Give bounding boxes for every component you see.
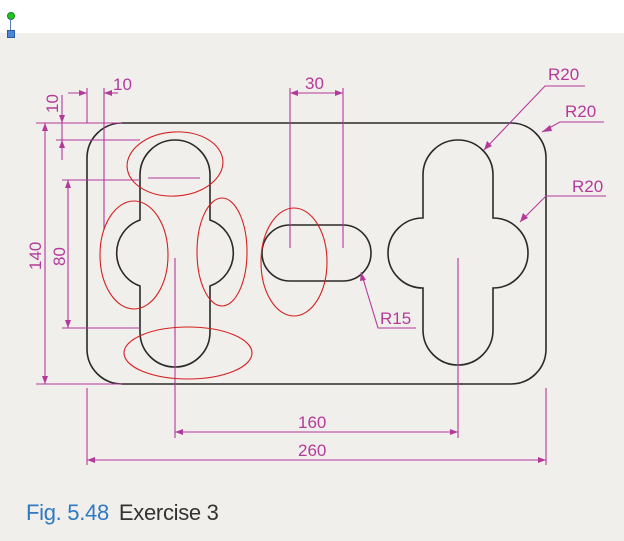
figure-label: Fig. 5.48 <box>26 500 109 525</box>
arrowheads <box>42 90 552 463</box>
dim-text-r20-top: R20 <box>548 65 579 84</box>
dim-text-140: 140 <box>26 242 45 270</box>
dim-text-r20-right: R20 <box>572 177 603 196</box>
right-cross-cutout <box>387 139 529 366</box>
annotation-bottom-lobe <box>123 326 253 380</box>
dim-text-r15: R15 <box>380 309 411 328</box>
dim-text-10-horizontal: 10 <box>113 75 132 94</box>
dim-text-10-vertical: 10 <box>43 94 62 113</box>
annotation-right-lobe <box>196 197 248 307</box>
dim-text-30: 30 <box>305 74 324 93</box>
dim-text-80: 80 <box>50 247 69 266</box>
annotation-top-lobe <box>126 131 224 197</box>
dim-text-r20-corner: R20 <box>565 102 596 121</box>
leader-r20-top <box>483 85 585 151</box>
figure-caption: Fig. 5.48 Exercise 3 <box>26 500 219 526</box>
annotation-left-lobe <box>99 200 169 310</box>
figure-title: Exercise 3 <box>118 500 219 525</box>
outer-boundary <box>86 122 547 385</box>
left-cross-cutout <box>115 139 235 368</box>
part-outline <box>86 122 547 385</box>
handle-connector <box>10 18 11 30</box>
dim-text-160: 160 <box>298 413 326 432</box>
leader-r20-right <box>519 195 606 223</box>
resize-handle[interactable] <box>7 30 15 38</box>
dimension-lines <box>36 85 606 465</box>
annotation-ellipses <box>99 131 328 380</box>
annotation-slot <box>260 207 328 317</box>
dimension-labels: 10 10 30 R20 R20 R20 R15 140 80 160 260 <box>26 65 603 460</box>
center-slot <box>261 224 372 282</box>
dim-text-260: 260 <box>298 441 326 460</box>
leader-r15 <box>360 271 416 329</box>
rotate-handle[interactable] <box>7 12 15 20</box>
